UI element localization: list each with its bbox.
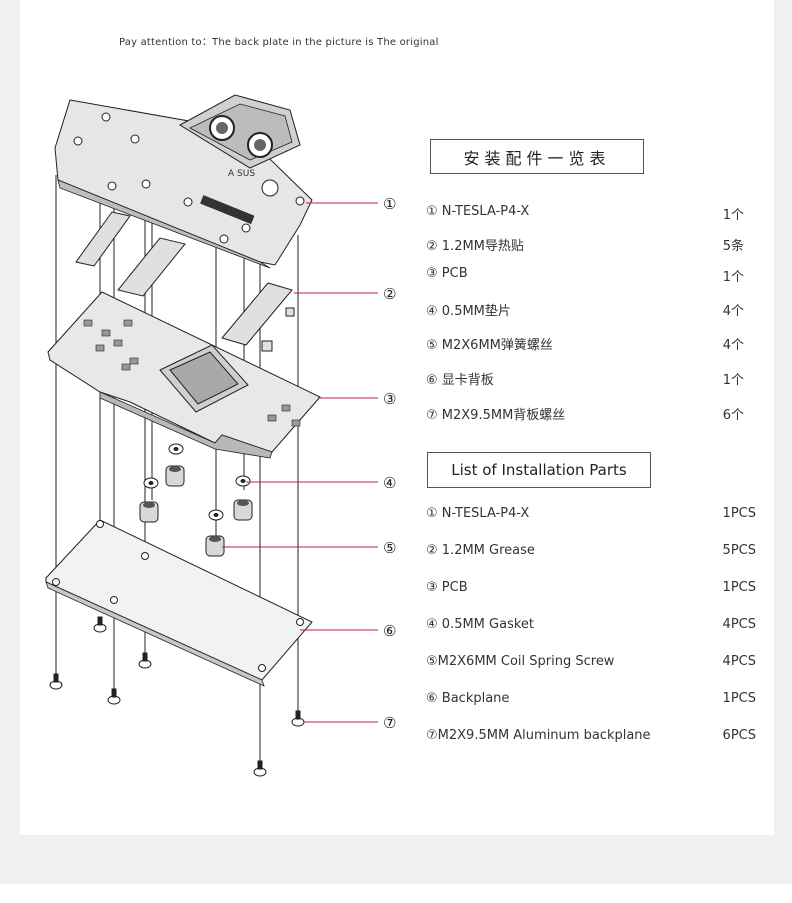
block-brand-text: A SUS	[228, 169, 255, 179]
callout-4: ④	[383, 474, 396, 492]
callout-3: ③	[383, 390, 396, 408]
spring-screws	[139, 465, 253, 557]
pcb-board	[47, 291, 321, 459]
cn-parts-title: 安装配件一览表	[430, 139, 644, 174]
callout-2: ②	[383, 285, 396, 303]
callout-lines	[222, 202, 378, 723]
backplate-screws	[49, 616, 305, 777]
en-parts-title: List of Installation Parts	[427, 452, 651, 488]
callout-labels: ① ② ③ ④ ⑤ ⑥ ⑦	[383, 195, 396, 732]
callout-6: ⑥	[383, 622, 396, 640]
attention-note: Pay attention to：The back plate in the p…	[119, 37, 439, 48]
callout-5: ⑤	[383, 539, 396, 557]
gaskets	[143, 443, 251, 521]
backplate	[45, 519, 313, 687]
callout-1: ①	[383, 195, 396, 213]
bottom-strip	[0, 884, 792, 903]
callout-7: ⑦	[383, 714, 396, 732]
water-block: A SUS	[54, 94, 313, 269]
thermal-pads	[75, 211, 295, 352]
